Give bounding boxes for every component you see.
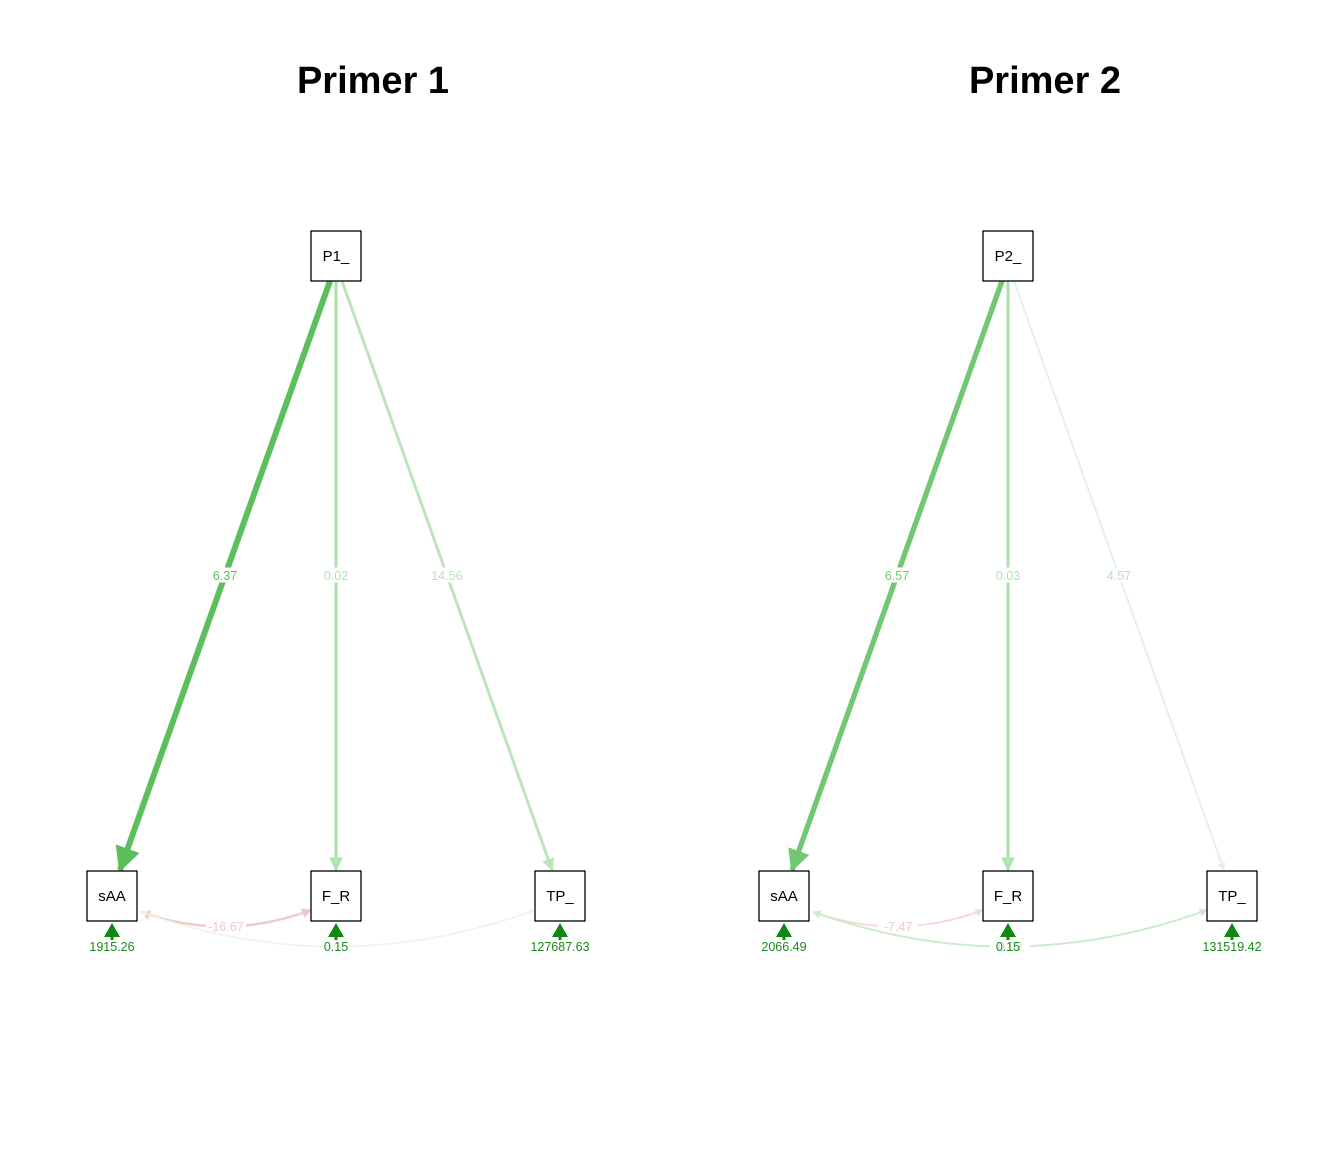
path-coefficient-label: 0.02	[324, 569, 348, 583]
path-edges: 6.37 0.02 14.56 -16.67	[115, 279, 555, 948]
residual-arrow-icon	[776, 923, 792, 937]
node-tp: TP_	[1206, 870, 1258, 922]
node-label: sAA	[98, 888, 126, 905]
edge-label-background	[878, 918, 918, 934]
node-p1: P1_	[310, 230, 362, 282]
residual-variance-label: 2066.49	[761, 940, 806, 954]
residual-arrow-icon	[1000, 923, 1016, 937]
node-label: P1_	[323, 248, 350, 265]
node-fr: F_R	[310, 870, 362, 922]
node-box	[86, 870, 138, 922]
residual-variance-label: 0.15	[996, 940, 1020, 954]
residual-arrow-icon	[104, 923, 120, 937]
node-label: TP_	[546, 888, 574, 905]
covariance-label: -7.47	[884, 920, 913, 934]
edge-label-background	[318, 567, 354, 583]
residual-arrow-icon	[328, 923, 344, 937]
residual-variance-label: 131519.42	[1202, 940, 1261, 954]
node-label: P2_	[995, 248, 1022, 265]
node-saa: sAA	[758, 870, 810, 922]
residual-variance-label: 1915.26	[89, 940, 134, 954]
node-box	[534, 870, 586, 922]
node-box	[310, 870, 362, 922]
node-label: TP_	[1218, 888, 1246, 905]
node-box	[982, 230, 1034, 282]
path-coefficient-label: 6.57	[885, 569, 909, 583]
path-coefficient-label: 0.03	[996, 569, 1020, 583]
edge-label-background	[990, 567, 1026, 583]
node-fr: F_R	[982, 870, 1034, 922]
node-saa: sAA	[86, 870, 138, 922]
path-edges: 6.57 0.03 4.57 -7.47 0.02	[788, 280, 1226, 954]
covariance-label: -16.67	[208, 920, 243, 934]
node-box	[758, 870, 810, 922]
node-label: F_R	[994, 888, 1023, 905]
covariance-curve	[140, 908, 536, 948]
node-tp: TP_	[534, 870, 586, 922]
residual-arrow-icon	[552, 923, 568, 937]
path-coefficient-label: 6.37	[213, 569, 237, 583]
node-box	[982, 870, 1034, 922]
node-group: P2_ sAA F_R TP_ 2066.49 0.15 131519.42	[758, 230, 1262, 954]
edge-label-background	[1101, 567, 1137, 583]
edge-label-background	[206, 918, 246, 934]
edge-label-background	[207, 567, 243, 583]
path-coefficient-label: 4.57	[1107, 569, 1131, 583]
panel-primer-2: Primer 2 6.57 0.03 4.57 -7.47 0.02 P2_ sAA F_R…	[758, 60, 1262, 954]
edge-label-background	[990, 938, 1030, 954]
residual-arrow-icon	[1224, 923, 1240, 937]
covariance-label: 0.02	[998, 940, 1022, 954]
edge-label-background	[879, 567, 915, 583]
node-box	[310, 230, 362, 282]
edge-label-background	[429, 567, 465, 583]
panel-title: Primer 2	[969, 60, 1121, 102]
node-label: sAA	[770, 888, 798, 905]
residual-variance-label: 127687.63	[530, 940, 589, 954]
node-p2: P2_	[982, 230, 1034, 282]
node-group: P1_ sAA F_R TP_ 1915.26 0.15 127687.63	[86, 230, 590, 954]
panel-title: Primer 1	[297, 60, 449, 102]
panel-primer-1: Primer 1 6.37 0.02 14.56 -16.67 P1_ sAA F_R TP…	[86, 60, 590, 954]
residual-variance-label: 0.15	[324, 940, 348, 954]
node-box	[1206, 870, 1258, 922]
path-coefficient-label: 14.56	[431, 569, 462, 583]
node-label: F_R	[322, 888, 351, 905]
